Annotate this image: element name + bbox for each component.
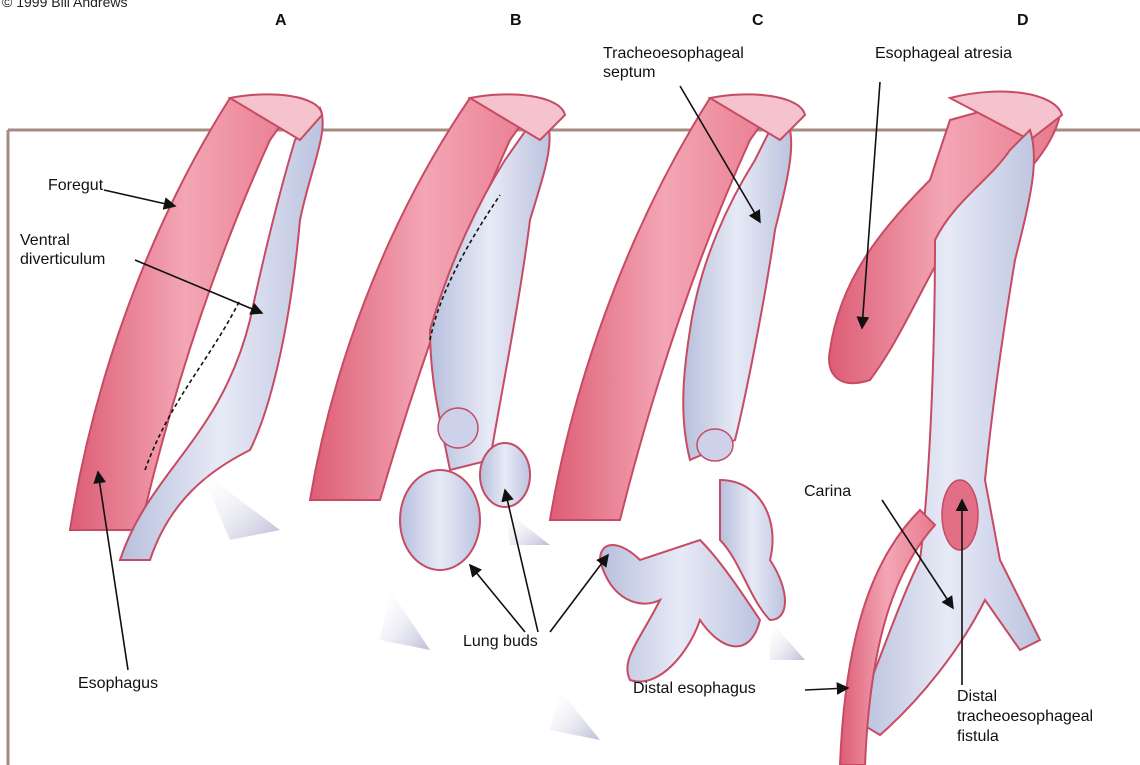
label-ventral-diverticulum-line1: Ventral	[20, 231, 70, 250]
label-distal-fistula-line2: tracheoesophageal	[957, 707, 1093, 726]
panel-label-a: A	[275, 12, 287, 30]
label-esophagus: Esophagus	[78, 674, 158, 693]
panel-label-b: B	[510, 12, 522, 30]
label-foregut: Foregut	[48, 176, 103, 195]
label-distal-esophagus: Distal esophagus	[633, 679, 756, 698]
label-tracheoesophageal-septum-line2: septum	[603, 63, 655, 82]
panel-b-foregut-drawing	[310, 94, 565, 650]
label-lung-buds: Lung buds	[463, 632, 538, 651]
panel-label-c: C	[752, 12, 764, 30]
label-distal-fistula-line3: fistula	[957, 727, 999, 746]
label-tracheoesophageal-septum-line1: Tracheoesophageal	[603, 44, 744, 63]
panel-d-foregut-drawing	[829, 92, 1062, 765]
panel-c-foregut-drawing	[550, 94, 805, 740]
label-ventral-diverticulum-line2: diverticulum	[20, 250, 105, 269]
label-distal-fistula-line1: Distal	[957, 687, 997, 706]
label-esophageal-atresia: Esophageal atresia	[875, 44, 1012, 63]
label-carina: Carina	[804, 482, 851, 501]
copyright-text: © 1999 Bill Andrews	[2, 0, 128, 10]
panel-a-foregut-drawing	[70, 94, 323, 560]
panel-label-d: D	[1017, 12, 1029, 30]
